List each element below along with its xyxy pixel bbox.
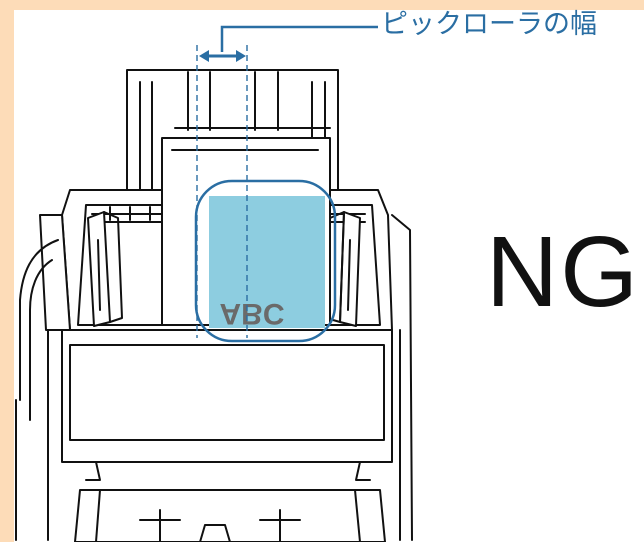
stacker (75, 490, 385, 542)
document-text: ABC (220, 297, 285, 330)
callout-label: ピックローラの幅 (381, 5, 597, 45)
document-text-label: ABC (220, 297, 285, 330)
front-cover (62, 330, 392, 480)
verdict-label: NG (486, 212, 640, 332)
